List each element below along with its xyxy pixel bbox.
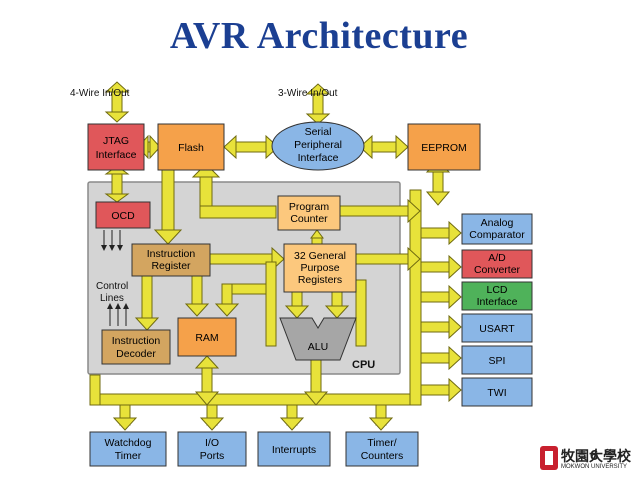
- pc-label-2: Counter: [290, 213, 328, 225]
- lcd-block: [461, 281, 533, 311]
- timers-label-2: Counters: [361, 450, 404, 462]
- eeprom-label: EEPROM: [421, 142, 467, 154]
- ir-label-2: Register: [151, 260, 191, 272]
- page-number: 6: [590, 447, 599, 464]
- instruction-register-block: [131, 243, 211, 277]
- io-label-2: Ports: [200, 450, 225, 462]
- interrupts-block: [257, 431, 331, 467]
- flash-label: Flash: [178, 142, 204, 154]
- adc-label-1: A/D: [488, 252, 506, 264]
- ir-label-1: Instruction: [147, 248, 196, 260]
- gpr-label-1: 32 General: [294, 250, 346, 262]
- gpr-label-2: Purpose: [300, 262, 339, 274]
- svg-text:Interface: Interface: [96, 149, 137, 161]
- svg-text:JTAG: JTAG: [103, 135, 129, 147]
- twi-block: [461, 377, 533, 407]
- ram-label: RAM: [195, 332, 218, 344]
- serial-label-1: Serial: [305, 126, 332, 138]
- analog-comparator-block: [461, 213, 533, 245]
- ac-label-2: Comparator: [469, 229, 525, 241]
- io-ports-block: [177, 431, 247, 467]
- id-label-2: Decoder: [116, 348, 156, 360]
- program-counter-block: [277, 195, 341, 231]
- usart-block: [461, 313, 533, 343]
- cpu-label: CPU: [352, 359, 375, 371]
- adc-label-2: Converter: [474, 264, 521, 276]
- bus-lines: [89, 81, 462, 431]
- three-wire-label: 3-Wire In/Out: [278, 88, 338, 99]
- watchdog-block: [89, 431, 167, 467]
- ocd-label: OCD: [111, 210, 135, 222]
- gpr-label-3: Registers: [298, 274, 342, 286]
- interrupts-label: Interrupts: [272, 444, 316, 456]
- university-logo-text: 牧園大學校: [561, 449, 631, 465]
- lcd-label-2: Interface: [477, 296, 518, 308]
- ocd-block: [95, 201, 151, 229]
- twi-label: TWI: [487, 387, 506, 399]
- flash-block: [157, 123, 225, 171]
- ram-block: [177, 317, 237, 357]
- jtag-label-2: Interface: [96, 149, 137, 161]
- university-logo-subtext: MOKWON UNIVERSITY: [561, 464, 628, 470]
- eeprom-block: [407, 123, 481, 171]
- control-line-arrows: [101, 230, 129, 326]
- instruction-decoder-block: [101, 329, 171, 365]
- io-label-1: I/O: [205, 437, 219, 449]
- slide-title: AVR Architecture: [169, 15, 469, 57]
- ac-label-1: Analog: [481, 217, 514, 229]
- jtag-block: [87, 123, 145, 171]
- id-label-1: Instruction: [112, 335, 161, 347]
- timers-block: [345, 431, 419, 467]
- wd-label-1: Watchdog: [105, 437, 152, 449]
- four-wire-label: 4-Wire In/Out: [70, 88, 130, 99]
- spi-block: [461, 345, 533, 375]
- timers-label-1: Timer/: [367, 437, 396, 449]
- usart-label: USART: [479, 323, 515, 335]
- alu-label: ALU: [308, 341, 328, 353]
- gp-registers-block: [283, 243, 357, 293]
- jtag-label-1: JTAG: [103, 135, 129, 147]
- wd-label-2: Timer: [115, 450, 142, 462]
- spi-label: SPI: [489, 355, 506, 367]
- adc-block: [461, 249, 533, 279]
- serial-label-3: Interface: [298, 152, 339, 164]
- serial-label-2: Peripheral: [294, 139, 342, 151]
- pc-label-1: Program: [289, 201, 330, 213]
- alu-block: [279, 317, 357, 361]
- lcd-label-1: LCD: [486, 284, 507, 296]
- serial-peripheral-block: [271, 121, 365, 171]
- university-logo-mark: [540, 446, 558, 470]
- control-lines-label-2: Lines: [100, 293, 124, 304]
- control-lines-label-1: Control: [96, 281, 128, 292]
